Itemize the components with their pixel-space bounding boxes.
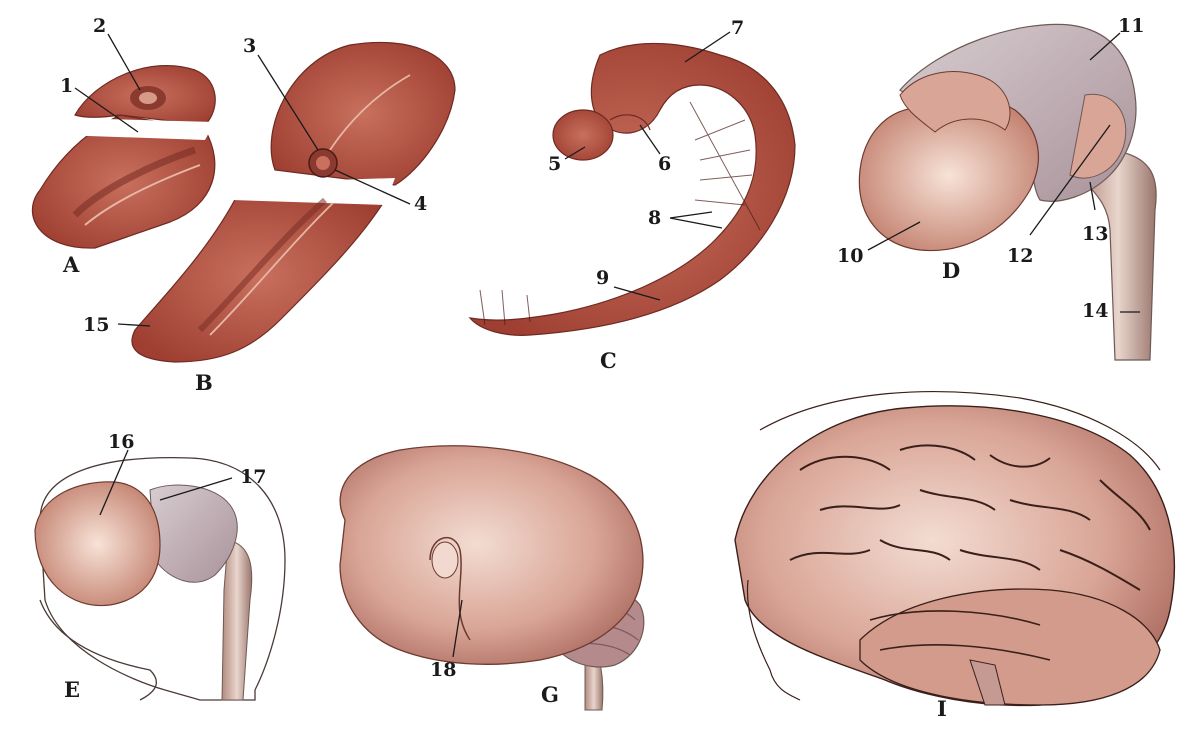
panel-label-d: D [942, 258, 960, 283]
panel-label-a: A [62, 252, 80, 277]
label-11: 11 [1118, 15, 1144, 37]
embryo-g-illustration [340, 446, 644, 710]
label-4: 4 [414, 193, 427, 215]
label-18: 18 [430, 659, 456, 681]
label-2: 2 [93, 15, 106, 37]
label-15: 15 [83, 314, 109, 336]
label-1: 1 [60, 75, 73, 97]
embryo-e-illustration [35, 458, 285, 700]
panel-label-b: B [195, 370, 213, 395]
brain-i-illustration [735, 392, 1174, 706]
label-5: 5 [548, 153, 561, 175]
label-17: 17 [240, 466, 266, 488]
panel-label-i: I [937, 696, 947, 721]
label-13: 13 [1082, 223, 1108, 245]
label-8: 8 [648, 207, 661, 229]
label-6: 6 [658, 153, 671, 175]
label-9: 9 [596, 267, 609, 289]
label-12: 12 [1007, 245, 1033, 267]
embryo-d-illustration [859, 24, 1156, 360]
label-14: 14 [1082, 300, 1108, 322]
label-16: 16 [108, 431, 134, 453]
panel-label-e: E [64, 677, 80, 702]
label-10: 10 [837, 245, 863, 267]
panel-label-c: C [600, 348, 617, 373]
label-3: 3 [243, 35, 256, 57]
panel-label-g: G [541, 682, 559, 707]
label-7: 7 [731, 17, 744, 39]
